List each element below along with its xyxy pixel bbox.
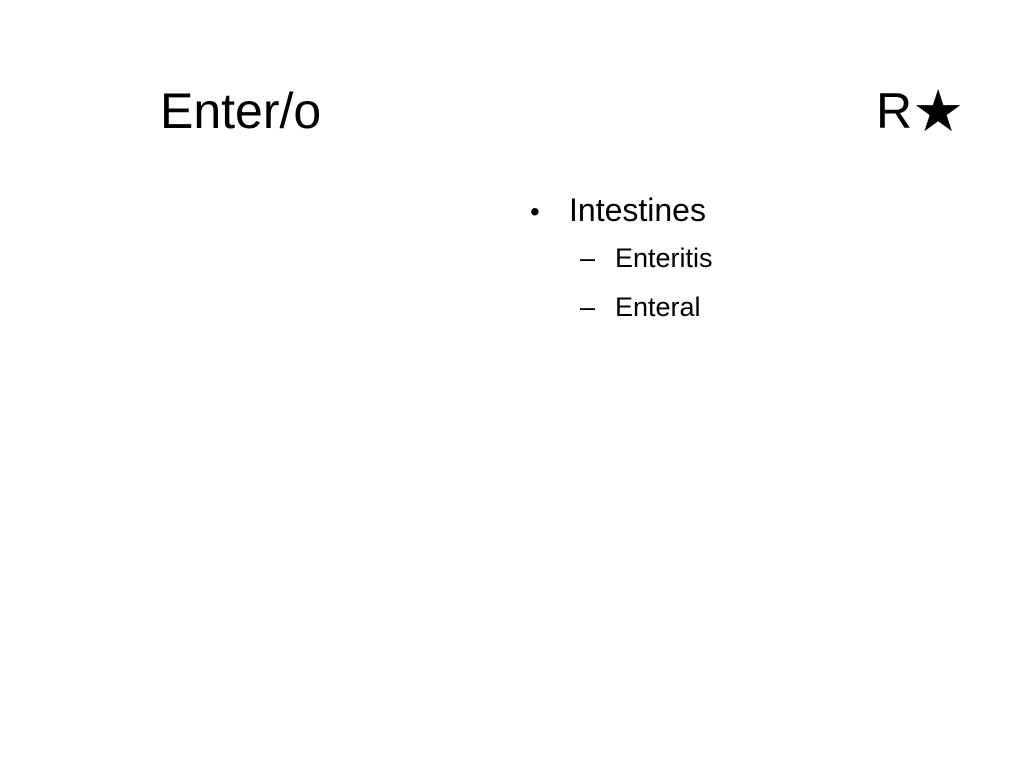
star-icon: ★ [912, 77, 965, 145]
dash-icon: – [580, 243, 596, 273]
sub-list-item: – Enteral [580, 283, 990, 332]
sub-list-item: – Enteritis [580, 234, 990, 283]
dash-icon: – [580, 292, 596, 322]
sub-list-item-label: Enteritis [615, 243, 713, 273]
sub-list-item-label: Enteral [615, 292, 701, 322]
slide-title: Enter/o [160, 83, 322, 139]
list-item: • Intestines [530, 188, 990, 234]
bullet-list: • Intestines – Enteritis – Enteral [530, 188, 990, 332]
mark-letter: R [876, 83, 913, 139]
bullet-icon: • [530, 196, 540, 227]
list-item-label: Intestines [569, 192, 706, 228]
title-mark: R ★ [876, 78, 964, 144]
